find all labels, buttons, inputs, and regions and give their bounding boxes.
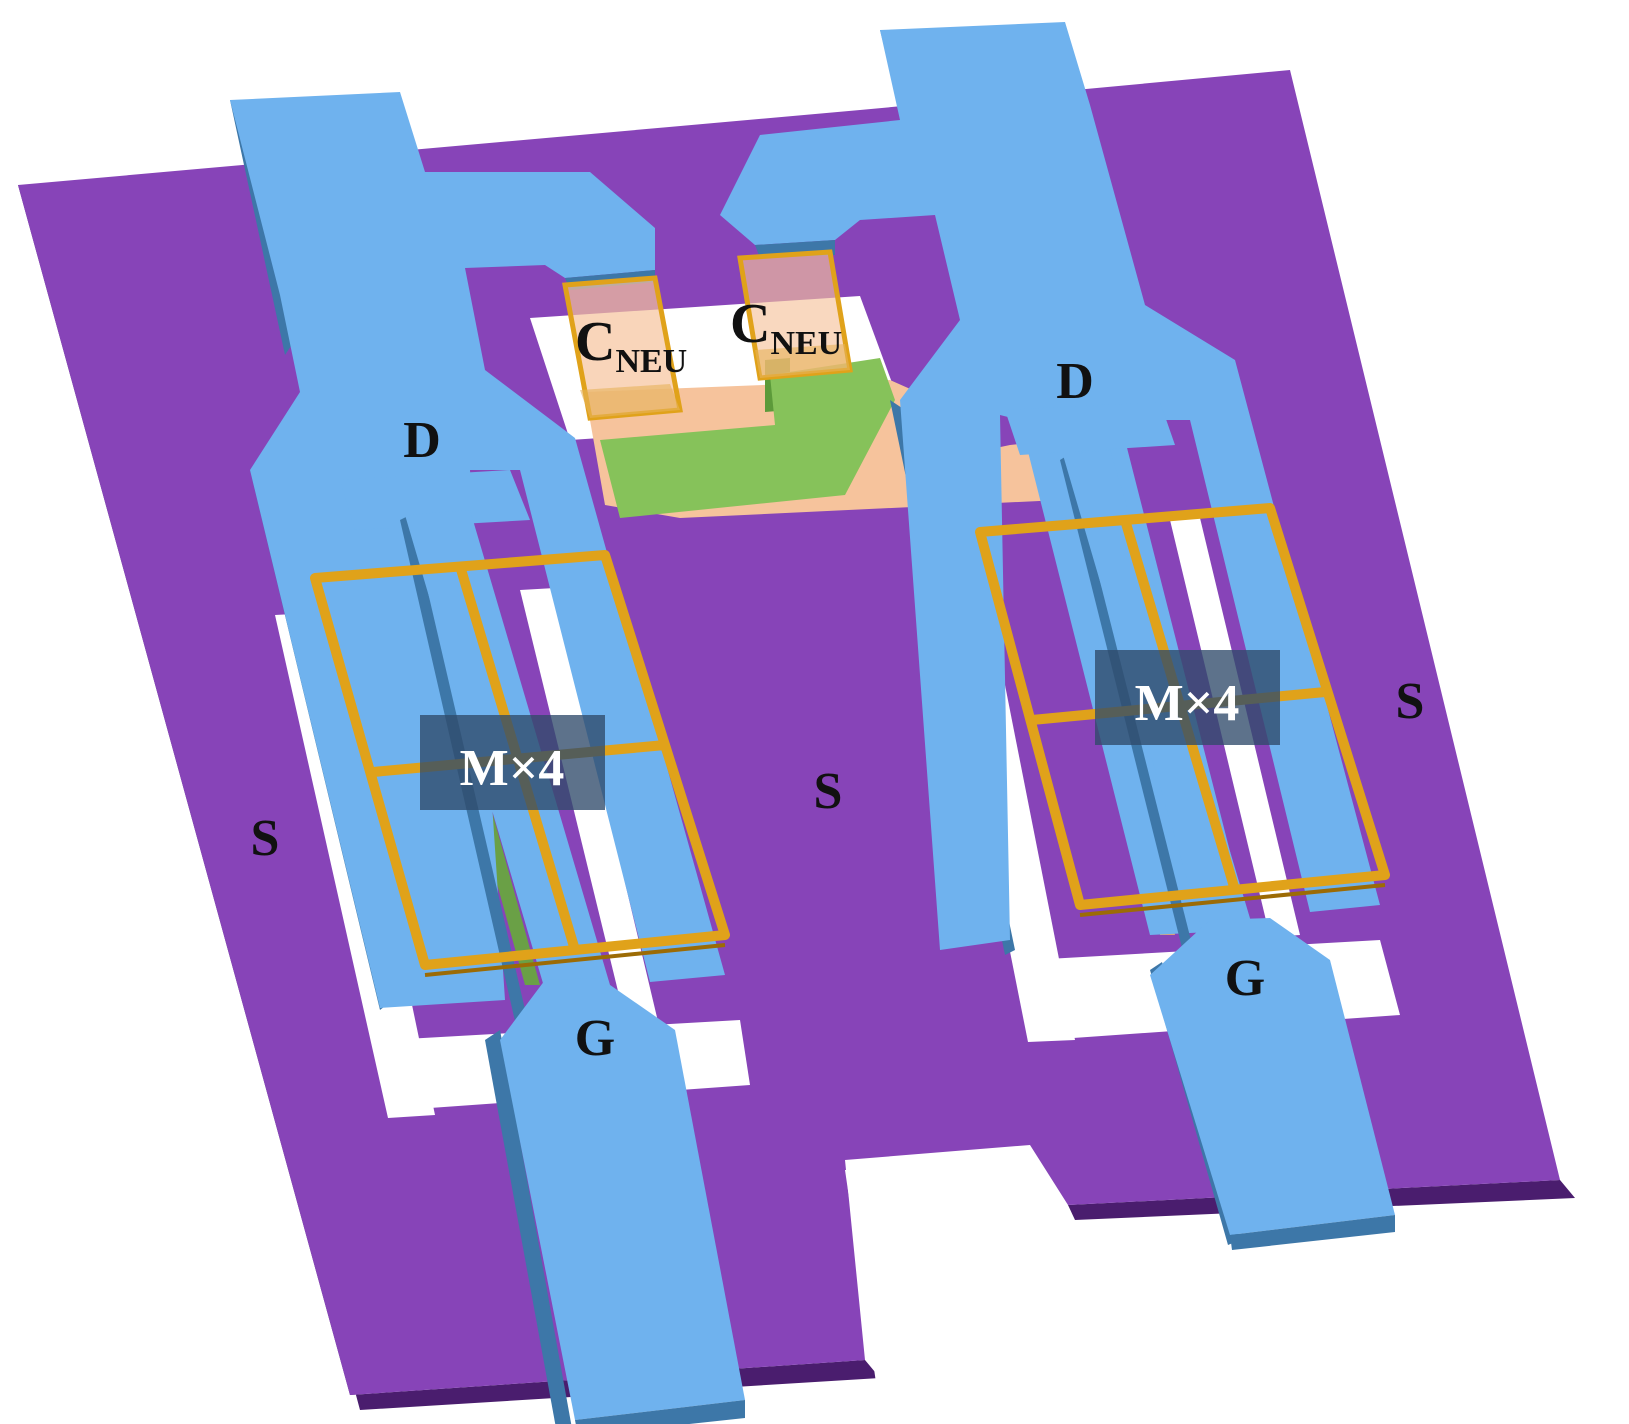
- label-cap-left-sub: NEU: [615, 343, 687, 380]
- capacitor-right: [737, 249, 853, 381]
- right-frame-shadow: [1079, 883, 1386, 917]
- right-gate-pad: [1150, 918, 1395, 1235]
- label-source-right: S: [1396, 673, 1425, 730]
- label-box-left: [420, 715, 605, 810]
- label-cap-right-main: C: [730, 293, 770, 355]
- right-drain-arm: [720, 22, 1380, 950]
- label-box-right: [1095, 650, 1280, 745]
- label-cap-right-sub: NEU: [770, 325, 842, 362]
- left-gate-pad: [500, 978, 745, 1420]
- left-drain-tine-inner: [340, 470, 530, 530]
- label-drain-left: D: [403, 412, 441, 469]
- capacitor-left: [562, 275, 683, 421]
- left-frame-shadow: [424, 943, 726, 977]
- right-drain-tine-inner: [1005, 402, 1175, 455]
- label-cap-left-main: C: [575, 311, 615, 373]
- label-multiplier-right: M×4: [1135, 675, 1240, 732]
- label-drain-right: D: [1056, 353, 1094, 410]
- label-source-left: S: [251, 810, 280, 867]
- label-cap-right: CNEU: [730, 293, 842, 362]
- substrate-notch: [845, 1155, 1062, 1410]
- label-gate-left: G: [575, 1010, 615, 1067]
- label-cap-left: CNEU: [575, 311, 687, 380]
- green-layer: [600, 358, 895, 518]
- right-frame-outer: [975, 503, 1390, 910]
- label-gate-right: G: [1225, 950, 1265, 1007]
- left-frame-outer: [310, 550, 730, 970]
- label-source-center: S: [814, 763, 843, 820]
- label-multiplier-left: M×4: [460, 740, 565, 797]
